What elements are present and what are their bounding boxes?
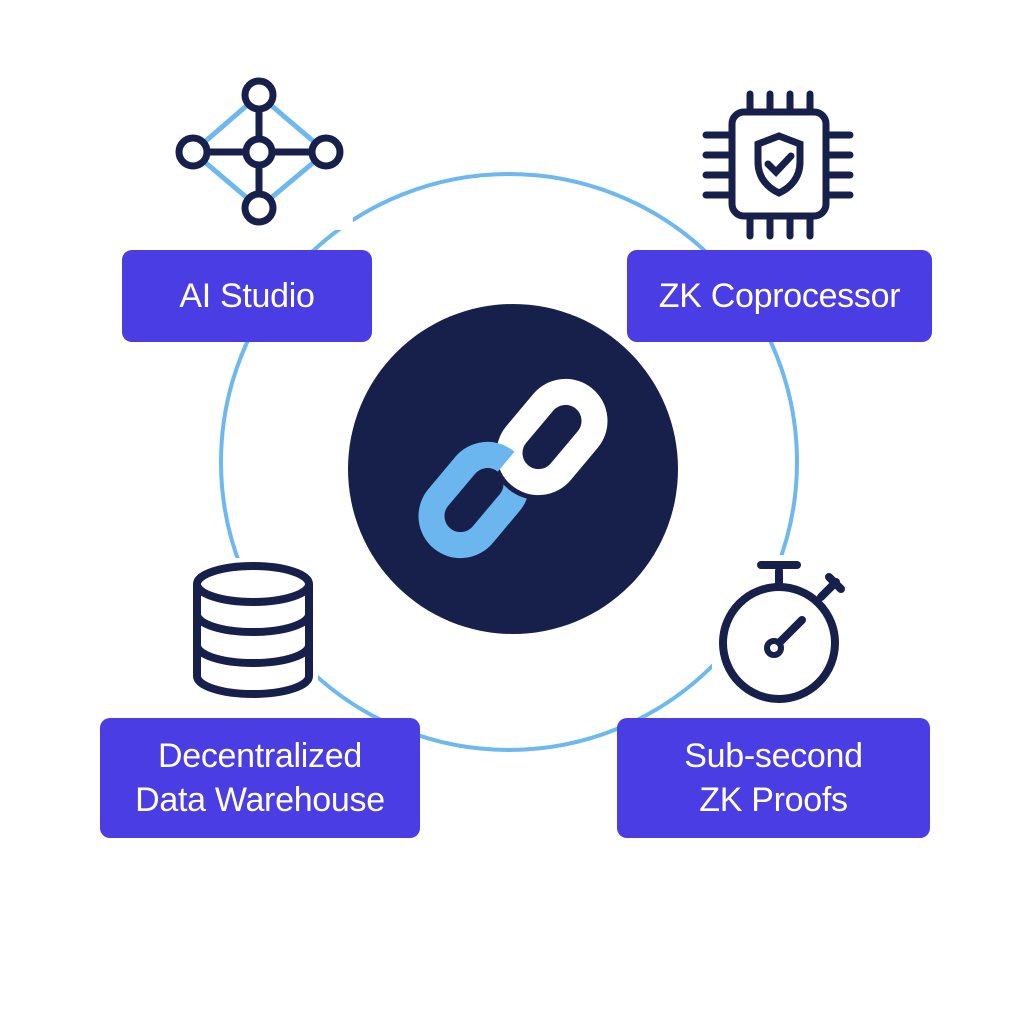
node-label-text: Sub-second ZK Proofs <box>684 737 863 819</box>
node-label-text: ZK Coprocessor <box>658 277 901 315</box>
chain-link-icon <box>418 373 613 559</box>
database-icon <box>188 558 318 702</box>
stopwatch-icon <box>712 555 852 710</box>
node-label-zk-coprocessor: ZK Coprocessor <box>627 250 932 342</box>
orbit-ring <box>219 172 799 752</box>
node-label-text: AI Studio <box>179 277 315 315</box>
secure-chip-icon <box>700 90 856 240</box>
node-label-zk-proofs: Sub-second ZK Proofs <box>617 718 930 838</box>
central-hub <box>348 304 678 634</box>
network-graph-icon <box>168 70 353 230</box>
node-label-ai-studio: AI Studio <box>122 250 372 342</box>
node-label-data-warehouse: Decentralized Data Warehouse <box>100 718 420 838</box>
node-label-text: Decentralized Data Warehouse <box>135 737 385 819</box>
